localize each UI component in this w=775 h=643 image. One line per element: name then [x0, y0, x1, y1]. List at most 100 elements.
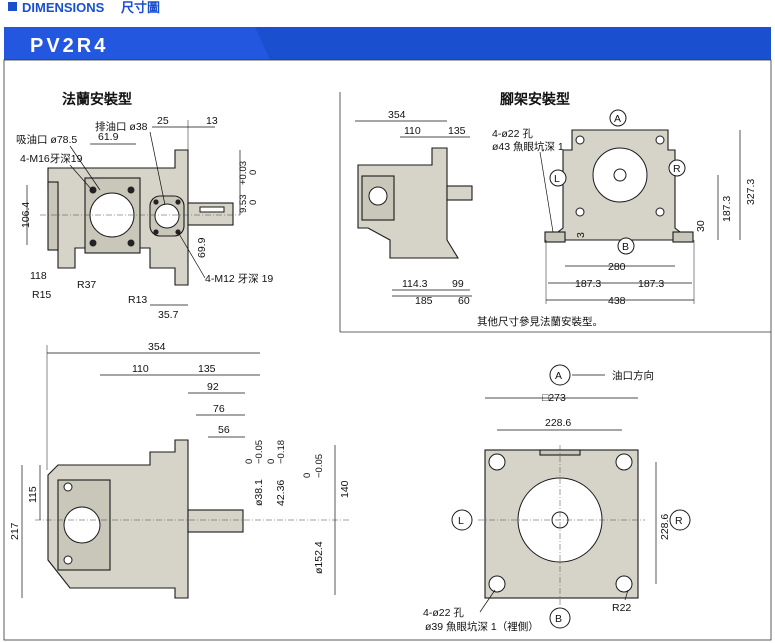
front-marker-r-label: R: [675, 515, 683, 527]
marker-r-label: R: [673, 163, 681, 175]
front-marker-l-label: L: [458, 515, 464, 527]
marker-a-label: A: [614, 113, 621, 125]
bolt-hole: [89, 186, 97, 194]
marker-l-label: L: [554, 173, 560, 185]
foot-dim-354: 354: [388, 109, 406, 121]
section-title-cn: 尺寸圖: [121, 0, 160, 15]
front-holes-label: 4-ø22 孔: [423, 606, 464, 619]
side-dim-42-36: 42.36: [275, 480, 287, 506]
dim-35-7: 35.7: [158, 309, 179, 321]
foot-dim-327-3: 327.3: [745, 179, 757, 205]
model-banner-accent: [4, 27, 270, 60]
foot-dim-114-3: 114.3: [402, 278, 428, 290]
dim-r37: R37: [77, 279, 96, 291]
marker-l: [451, 509, 473, 531]
bolt-hole: [615, 575, 633, 593]
side-dim-152-4: ø152.4: [313, 541, 325, 574]
side-dim-42-36-zero: 0: [266, 459, 277, 464]
bolt-hole: [127, 239, 135, 247]
bolt-hole: [127, 186, 135, 194]
foot-dim-187-3b: 187.3: [638, 278, 664, 290]
bolt-hole: [175, 199, 181, 205]
shaft-key: [199, 206, 225, 213]
bolt-hole: [655, 135, 665, 145]
dim-9-53: 9.53: [238, 195, 249, 214]
bolt-hole: [575, 207, 585, 217]
bolt-hole: [488, 453, 506, 471]
side-dim-92: 92: [207, 381, 219, 393]
leader-line: [177, 231, 206, 279]
side-dim-152-4-tol: −0.05: [314, 454, 325, 478]
side-dim-38-1-tol: −0.05: [254, 440, 265, 464]
header-square-icon: [8, 2, 17, 11]
bolt-hole: [89, 239, 97, 247]
marker-b-label: B: [622, 241, 629, 253]
foot-view-title: 腳架安裝型: [500, 91, 570, 107]
dim-13: 13: [206, 115, 218, 127]
foot-front-shaft: [613, 168, 627, 182]
side-dim-42-36-tol: −0.18: [276, 440, 287, 464]
foot-dim-280: 280: [608, 261, 626, 273]
bolt-hole: [575, 135, 585, 145]
bolt-hole: [63, 555, 73, 565]
foot-pad-left: [544, 231, 566, 243]
side-dim-56: 56: [218, 424, 230, 436]
tap-label-m16: 4-M16牙深19: [20, 153, 83, 165]
front-marker-b-label: B: [555, 613, 562, 625]
side-view: 354 110 135 92 76 56 217 115 ø38.1 0 −0.…: [9, 341, 351, 599]
leader-line: [479, 589, 496, 613]
bolt-hole: [488, 575, 506, 593]
marker-r: [669, 509, 691, 531]
oil-direction-label: 油口方向: [612, 369, 654, 382]
foot-dim-438: 438: [608, 295, 626, 307]
foot-spotface-label: ø43 魚眼坑深 1: [492, 140, 564, 153]
inlet-label: 吸油口 ø78.5: [16, 133, 77, 146]
front-dim-228-6v: 228.6: [659, 514, 671, 540]
leader-line: [69, 145, 101, 191]
bolt-hole: [63, 482, 73, 492]
bolt-hole: [153, 199, 159, 205]
foot-dim-3: 3: [575, 232, 587, 238]
foot-dim-187-3a: 187.3: [575, 278, 601, 290]
foot-dim-110: 110: [404, 125, 421, 137]
outlet-port: [154, 203, 180, 229]
flange-view: 法蘭安裝型 106.4 118 R15 R37 R13 35.7 吸油口 ø78…: [16, 91, 273, 321]
marker-r: [668, 159, 686, 177]
dim-r13: R13: [128, 294, 147, 306]
bolt-hole: [615, 453, 633, 471]
section-title: DIMENSIONS: [22, 0, 105, 15]
foot-dim-60: 60: [458, 295, 470, 307]
leader-line: [69, 164, 93, 191]
side-dim-110: 110: [132, 363, 149, 375]
front-dim-228-6h: 228.6: [545, 417, 571, 429]
foot-dim-185: 185: [415, 295, 433, 307]
leader-line: [539, 151, 554, 233]
front-view: A 油口方向 □273 228.6 L R B 228.6 4-ø22 孔 ø3…: [423, 364, 691, 633]
model-title: PV2R4: [30, 35, 108, 57]
front-marker-a-label: A: [555, 370, 562, 382]
front-dim-r22: R22: [612, 602, 631, 614]
side-dim-135: 135: [198, 363, 216, 375]
foot-note: 其他尺寸參見法蘭安裝型。: [477, 315, 603, 328]
side-dim-217: 217: [9, 522, 21, 540]
foot-pad-right: [672, 231, 694, 243]
marker-b: [549, 607, 571, 629]
foot-side-port: [368, 186, 388, 206]
dim-69-9: 69.9: [196, 237, 208, 258]
foot-dim-99: 99: [452, 278, 464, 290]
side-dim-38-1-zero: 0: [244, 459, 255, 464]
side-dim-152-4-zero: 0: [302, 473, 313, 478]
foot-dim-135: 135: [448, 125, 466, 137]
dim-9-53-tol: 0: [248, 200, 259, 205]
dim-106-4: 106.4: [20, 202, 32, 228]
dim-118: 118: [30, 270, 47, 282]
leader-line: [624, 589, 629, 601]
dim-shaft-tol-a: +0.03: [238, 161, 249, 185]
dim-r15: R15: [32, 289, 51, 301]
flange-view-title: 法蘭安裝型: [62, 91, 132, 107]
side-dim-115: 115: [27, 486, 39, 503]
flange-shaft: [187, 202, 234, 226]
dim-shaft-tol-b: 0: [248, 170, 259, 175]
